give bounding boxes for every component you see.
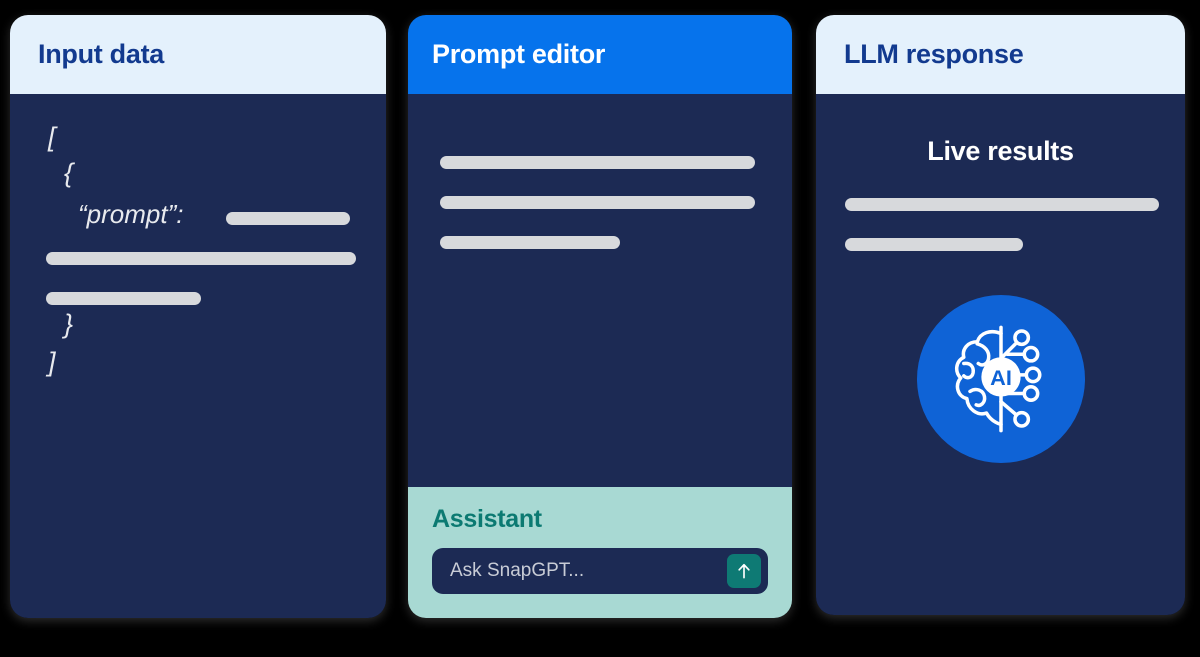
response-line-bar-2: [845, 238, 1023, 251]
prompt-value-bar: [226, 212, 350, 225]
llm-response-title: LLM response: [844, 39, 1024, 69]
json-code-block[interactable]: [ { “prompt”: } ]: [10, 94, 386, 618]
prompt-editor-card: Prompt editor Assistant: [408, 15, 792, 618]
live-results-heading: Live results: [927, 136, 1074, 166]
arrow-up-icon: [738, 563, 750, 579]
prompt-editor-body[interactable]: [408, 94, 792, 487]
prompt-line-bar-2: [440, 196, 755, 209]
ai-badge: AI: [916, 295, 1085, 463]
assistant-input[interactable]: [450, 560, 727, 582]
input-data-body: [ { “prompt”: } ]: [10, 94, 386, 618]
json-prompt-key: “prompt”:: [78, 199, 184, 229]
prompt-editor-title: Prompt editor: [432, 39, 606, 69]
assistant-input-row: [432, 548, 768, 594]
llm-response-header: LLM response: [816, 15, 1185, 94]
code-line-bar-2: [46, 252, 356, 265]
send-button[interactable]: [727, 554, 761, 588]
ai-brain-circuit-icon: AI: [954, 325, 1042, 433]
assistant-panel: Assistant: [408, 487, 792, 618]
ai-badge-label: AI: [990, 365, 1012, 390]
response-line-bar-1: [845, 198, 1159, 211]
llm-response-card: LLM response Live results: [816, 15, 1185, 615]
prompt-line-bar-3: [440, 236, 620, 249]
prompt-line-bar-1: [440, 156, 755, 169]
code-line-bar-3: [46, 292, 201, 305]
assistant-title: Assistant: [432, 505, 542, 533]
input-data-title: Input data: [38, 39, 164, 69]
prompt-editor-header: Prompt editor: [408, 15, 792, 94]
input-data-header: Input data: [10, 15, 386, 94]
llm-response-body: Live results: [816, 94, 1185, 615]
json-open-brace: {: [64, 158, 74, 188]
input-data-card: Input data [ { “prompt”: } ]: [10, 15, 386, 618]
json-close-bracket: ]: [48, 347, 56, 377]
json-open-bracket: [: [48, 122, 56, 152]
json-close-brace: }: [64, 309, 74, 339]
